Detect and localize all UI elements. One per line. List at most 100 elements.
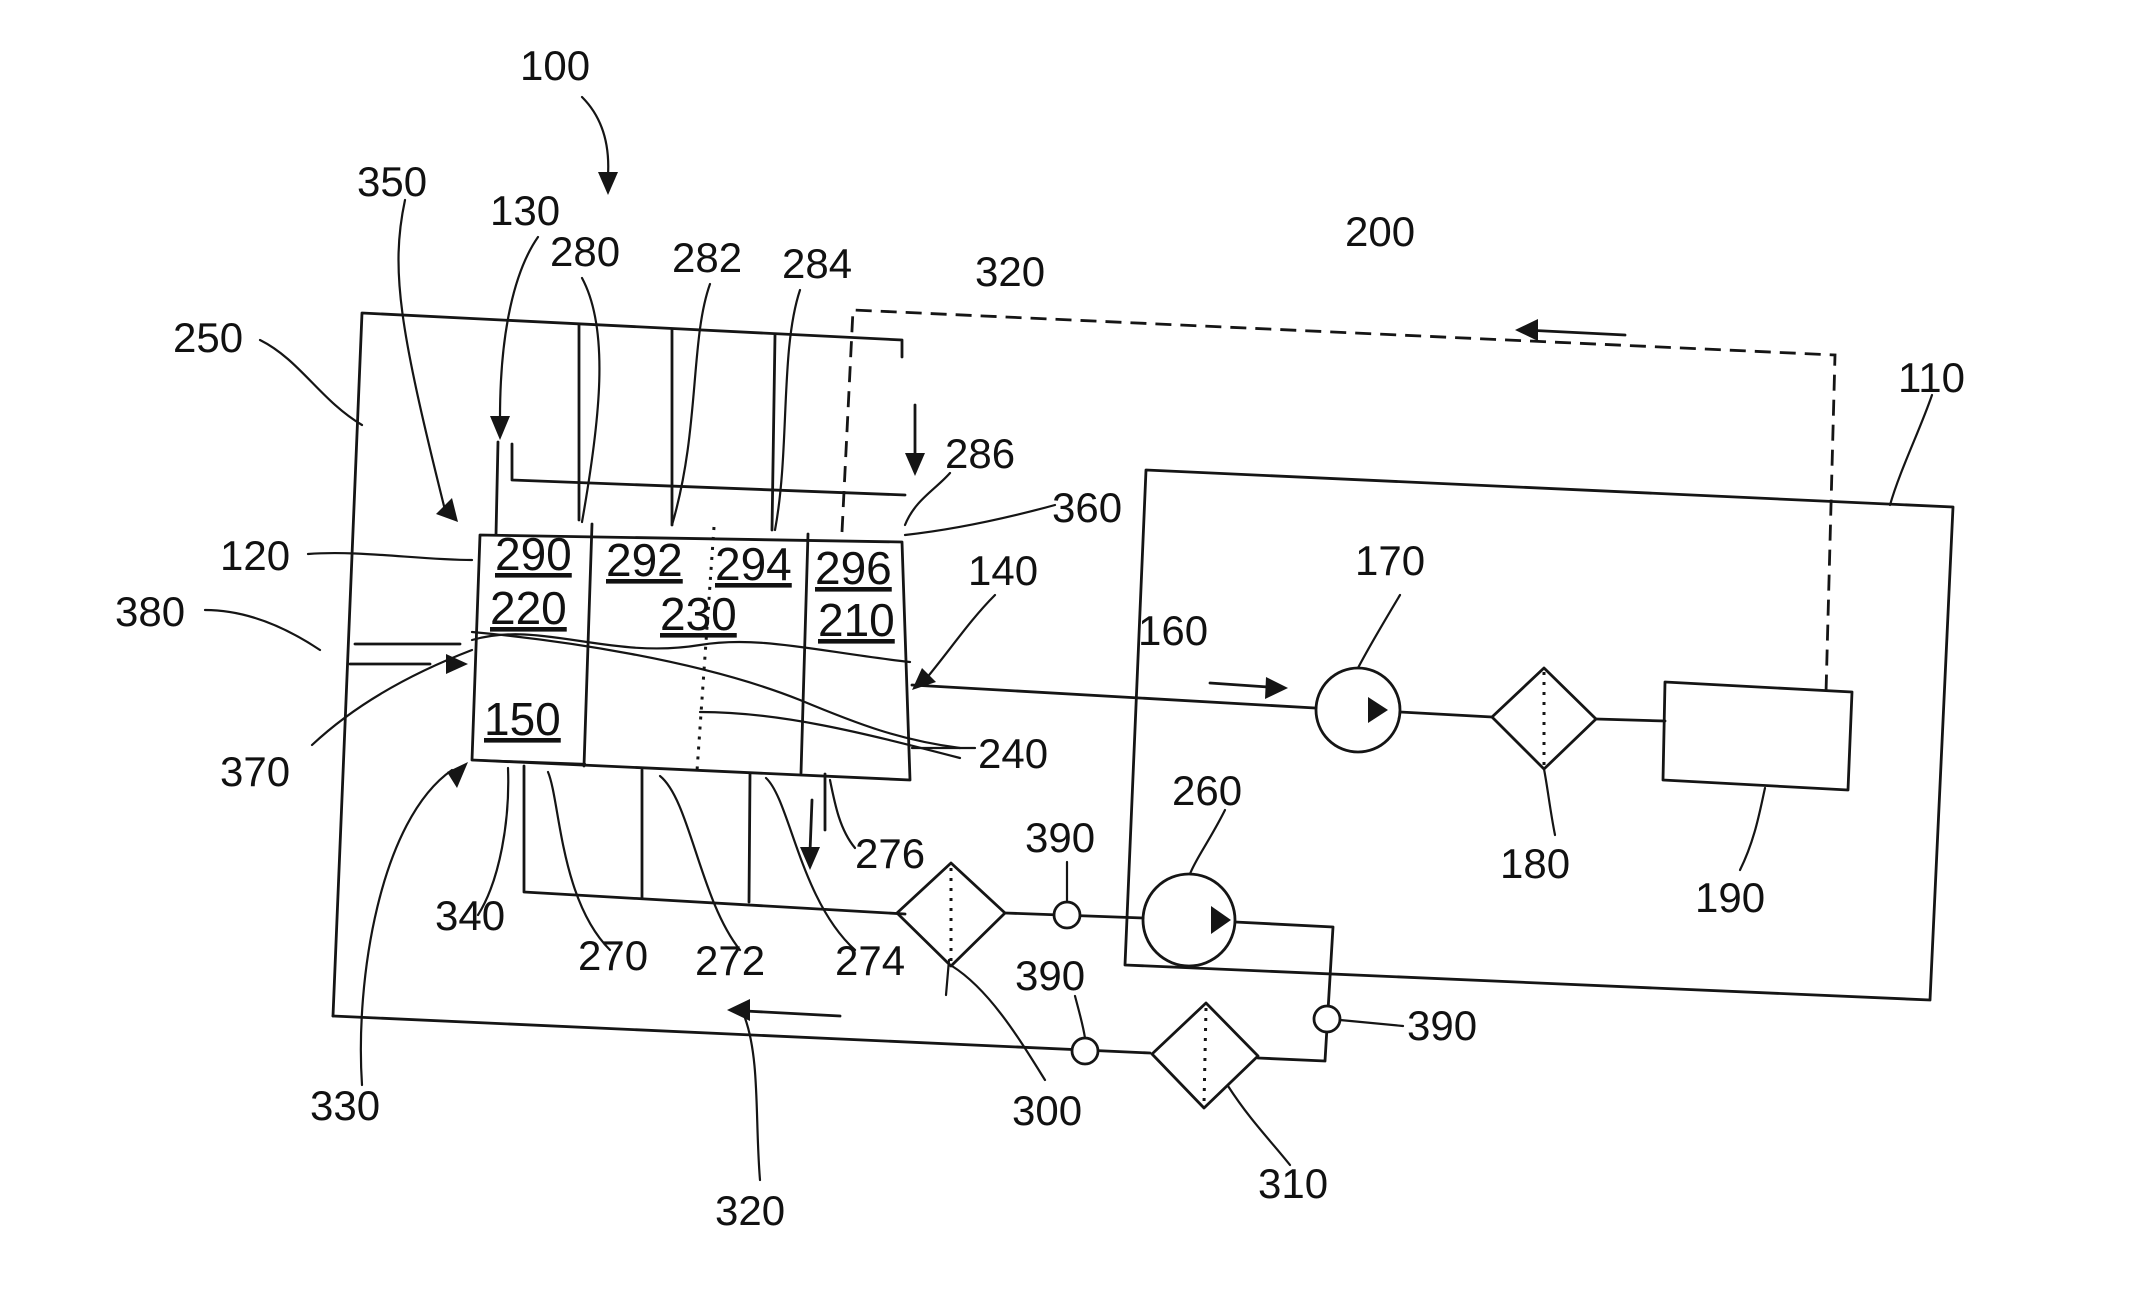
filter-310-hatch: [1204, 1008, 1206, 1104]
label-390-c: 390: [1407, 1002, 1477, 1049]
arrow-200-head: [1515, 319, 1538, 341]
label-276: 276: [855, 830, 925, 877]
leader-130: [500, 237, 538, 418]
label-130: 130: [490, 187, 560, 234]
label-160: 160: [1138, 607, 1208, 654]
membrane-240c: [700, 712, 960, 758]
leader-260: [1190, 810, 1225, 874]
cell-label-210: 210: [818, 594, 895, 646]
arrow-276: [810, 800, 812, 852]
label-120: 120: [220, 532, 290, 579]
arrow-160: [1210, 683, 1268, 687]
leader-310: [1228, 1086, 1290, 1165]
cell-label-294: 294: [715, 538, 792, 590]
line-160: [912, 685, 1315, 708]
leader-276: [830, 780, 855, 848]
label-300: 300: [1012, 1087, 1082, 1134]
unit-110-box: [1125, 470, 1953, 1000]
top-manifold-284: [772, 335, 775, 530]
arrow-320-top-head: [905, 453, 925, 476]
bottom-manifold-270: [524, 766, 905, 914]
label-110: 110: [1898, 354, 1965, 401]
cell-divider-3: [801, 534, 808, 773]
label-320-top: 320: [975, 248, 1045, 295]
cell-label-220: 220: [490, 582, 567, 634]
label-280: 280: [550, 228, 620, 275]
unit-190: [1663, 682, 1852, 790]
cell-label-296: 296: [815, 542, 892, 594]
sensor-390-b: [1072, 1038, 1098, 1064]
leader-180: [1544, 769, 1555, 835]
bottom-manifold-274: [749, 774, 750, 902]
arrow-320-bottom: [745, 1011, 840, 1016]
label-180: 180: [1500, 840, 1570, 887]
leader-120: [308, 553, 472, 560]
label-284: 284: [782, 240, 852, 287]
leader-350-head: [436, 498, 458, 522]
leader-190: [1740, 788, 1765, 870]
pump-260-arrow: [1211, 906, 1231, 934]
filter-300-drain: [946, 960, 949, 995]
sensor-390-c: [1314, 1006, 1340, 1032]
label-200: 200: [1345, 208, 1415, 255]
label-190: 190: [1695, 874, 1765, 921]
label-310: 310: [1258, 1160, 1328, 1207]
label-380: 380: [115, 588, 185, 635]
arrow-160-head: [1265, 677, 1288, 699]
label-250: 250: [173, 314, 243, 361]
label-272: 272: [695, 937, 765, 984]
line-170-180: [1400, 712, 1492, 717]
leader-270: [548, 772, 610, 950]
label-320-bottom: 320: [715, 1187, 785, 1234]
return-line: [333, 1016, 1150, 1053]
label-170: 170: [1355, 537, 1425, 584]
leader-380: [205, 610, 320, 650]
leader-284: [775, 290, 800, 530]
label-274: 274: [835, 937, 905, 984]
label-360: 360: [1052, 484, 1122, 531]
label-286: 286: [945, 430, 1015, 477]
cell-label-150: 150: [484, 693, 561, 745]
leader-350: [398, 200, 445, 510]
label-260: 260: [1172, 767, 1242, 814]
label-100: 100: [520, 42, 590, 89]
label-240: 240: [978, 730, 1048, 777]
leader-170: [1358, 595, 1400, 668]
leader-272: [660, 776, 740, 950]
leader-250: [260, 340, 362, 425]
arrow-320-bottom-head: [727, 999, 750, 1021]
label-390-b: 390: [1015, 952, 1085, 999]
leader-390-c: [1340, 1020, 1403, 1026]
leader-330-head: [447, 762, 468, 788]
cell-divider-dotted: [697, 527, 714, 771]
leader-100-head: [598, 172, 618, 195]
cell-label-230: 230: [660, 588, 737, 640]
cell-label-292: 292: [606, 534, 683, 586]
label-390-a: 390: [1025, 814, 1095, 861]
leader-286: [905, 473, 950, 525]
line-260-right: [1235, 922, 1333, 1061]
leader-390-b: [1075, 996, 1085, 1038]
leader-360: [905, 505, 1055, 535]
leader-320-bottom: [745, 1018, 760, 1180]
label-350: 350: [357, 158, 427, 205]
cell-label-290: 290: [495, 528, 572, 580]
arrow-200: [1525, 330, 1625, 335]
leader-100: [582, 97, 608, 175]
leader-130-head: [490, 416, 510, 440]
dashed-line-200: [842, 310, 1835, 693]
label-370: 370: [220, 748, 290, 795]
leader-110: [1890, 395, 1932, 505]
label-330: 330: [310, 1082, 380, 1129]
sensor-390-a: [1054, 902, 1080, 928]
pump-170-arrow: [1368, 697, 1388, 723]
leader-280: [582, 278, 599, 522]
label-270: 270: [578, 932, 648, 979]
line-180-190: [1596, 719, 1665, 721]
label-282: 282: [672, 234, 742, 281]
label-340: 340: [435, 892, 505, 939]
label-140: 140: [968, 547, 1038, 594]
leader-140: [925, 595, 995, 680]
leader-282: [672, 284, 710, 525]
